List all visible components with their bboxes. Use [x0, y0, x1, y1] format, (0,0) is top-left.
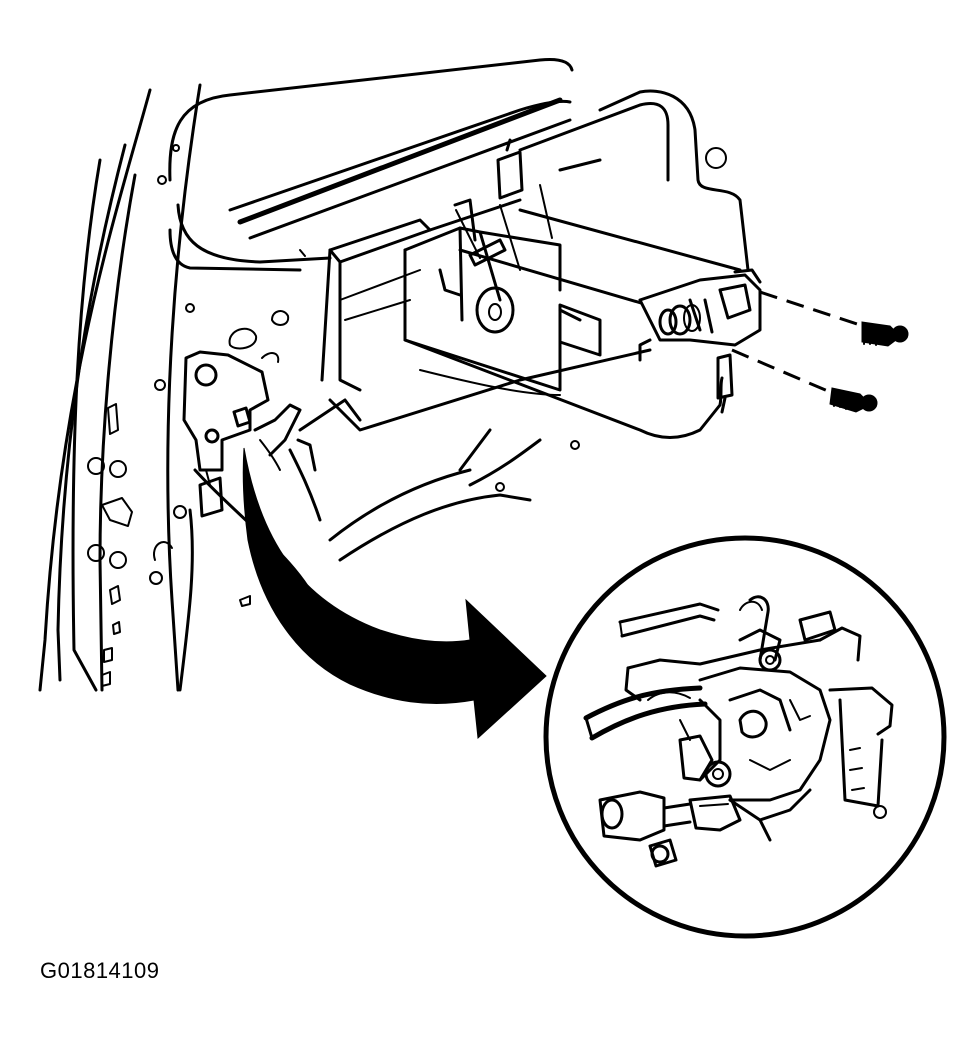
magnified-latch-detail-icon	[583, 595, 894, 868]
detail-circle	[543, 535, 947, 939]
linkage-rods	[288, 208, 742, 522]
screws	[731, 290, 909, 413]
upper-screw-icon	[861, 321, 909, 347]
lower-screw-icon	[829, 387, 878, 413]
curved-arrow-icon	[242, 447, 547, 740]
handle-assembly	[638, 268, 762, 414]
door-pillar	[38, 83, 202, 692]
figure-id-label: G01814109	[40, 958, 160, 983]
lock-module	[320, 138, 602, 396]
door-latch	[182, 350, 302, 518]
